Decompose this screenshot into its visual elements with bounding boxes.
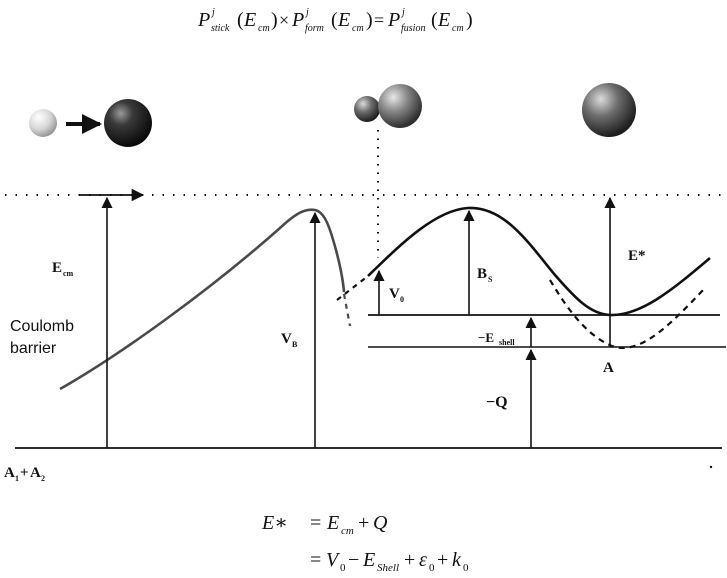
svg-text:j: j: [210, 7, 215, 18]
svg-text:0: 0: [340, 562, 346, 574]
vb-label: V: [281, 331, 292, 347]
top-formula: P j stick ( E cm ) × P j form ( E cm ) =…: [197, 7, 473, 34]
dinuclear-large-sphere: [378, 84, 422, 128]
svg-text:j: j: [400, 7, 405, 18]
svg-text:×: ×: [279, 10, 289, 30]
p-form-symbol: P: [291, 9, 304, 31]
projectile-and-target: [29, 99, 152, 147]
svg-text:=: =: [310, 512, 321, 534]
svg-text:E: E: [337, 9, 350, 31]
v0-label: V: [389, 286, 400, 302]
svg-text:1: 1: [15, 474, 19, 483]
estar-label: E*: [628, 248, 646, 264]
svg-text:B: B: [292, 340, 298, 349]
svg-text:E: E: [243, 9, 256, 31]
target-nucleus-sphere: [104, 99, 152, 147]
svg-text:j: j: [304, 7, 309, 18]
svg-text:2: 2: [41, 474, 45, 483]
svg-text:): ): [271, 9, 278, 31]
svg-text:0: 0: [463, 562, 469, 574]
svg-text:E: E: [437, 9, 450, 31]
svg-text:shell: shell: [499, 338, 515, 347]
svg-text:=: =: [310, 549, 321, 571]
svg-text:=: =: [374, 10, 384, 30]
svg-text:+: +: [358, 512, 369, 534]
svg-text:cm: cm: [63, 269, 74, 278]
coulomb-barrier-curve: [59, 208, 346, 391]
svg-text:cm: cm: [258, 23, 270, 34]
stray-dot: [709, 465, 713, 469]
svg-text:E∗: E∗: [261, 512, 288, 534]
svg-text:cm: cm: [352, 23, 364, 34]
svg-text:0: 0: [429, 562, 435, 574]
svg-text:+: +: [437, 549, 448, 571]
point-a-label: A: [603, 360, 614, 376]
svg-text:A: A: [4, 465, 15, 481]
quasifission-barrier-curve: [367, 206, 711, 317]
svg-text:S: S: [488, 275, 493, 284]
svg-text:form: form: [305, 23, 324, 34]
svg-text:E: E: [326, 512, 339, 534]
eshell-label: −E: [478, 330, 494, 345]
p-fusion-symbol: P: [387, 9, 400, 31]
minus-q-label: −Q: [486, 394, 508, 411]
svg-text:E: E: [362, 549, 375, 571]
svg-text:ε: ε: [419, 549, 427, 571]
inner-curve-dashed-left: [336, 275, 369, 301]
projectile-nucleus-sphere: [29, 109, 57, 137]
svg-text:cm: cm: [452, 23, 464, 34]
svg-text:(: (: [431, 9, 438, 31]
svg-text:): ): [366, 9, 373, 31]
coulomb-curve-dashed-tail: [342, 293, 352, 327]
svg-text:+: +: [20, 465, 29, 481]
svg-text:V: V: [326, 549, 341, 571]
a1-plus-a2-label: A 1 + A 2: [4, 465, 45, 483]
excitation-energy-formula: E∗ = E cm + Q = V 0 − E Shell + ε 0 + k …: [261, 512, 469, 574]
svg-text:(: (: [331, 9, 338, 31]
ecm-label: E: [52, 260, 62, 276]
dinuclear-small-sphere: [354, 96, 380, 122]
svg-text:Q: Q: [373, 512, 388, 534]
coulomb-label: Coulomb: [10, 318, 74, 335]
svg-text:0: 0: [400, 295, 404, 304]
svg-text:k: k: [452, 549, 462, 571]
p-stick-symbol: P: [197, 9, 210, 31]
barrier-label: barrier: [10, 340, 57, 357]
dinuclear-system: [354, 84, 422, 128]
svg-text:stick: stick: [211, 23, 230, 34]
svg-text:−: −: [348, 549, 359, 571]
svg-text:): ): [466, 9, 473, 31]
svg-text:+: +: [404, 549, 415, 571]
svg-text:Shell: Shell: [377, 562, 399, 574]
dashed-macroscopic-curve: [549, 279, 706, 349]
svg-text:fusion: fusion: [401, 23, 425, 34]
svg-text:A: A: [30, 465, 41, 481]
compound-nucleus-sphere: [582, 83, 636, 137]
svg-text:(: (: [237, 9, 244, 31]
svg-text:cm: cm: [341, 525, 354, 537]
bs-label: B: [477, 266, 487, 282]
